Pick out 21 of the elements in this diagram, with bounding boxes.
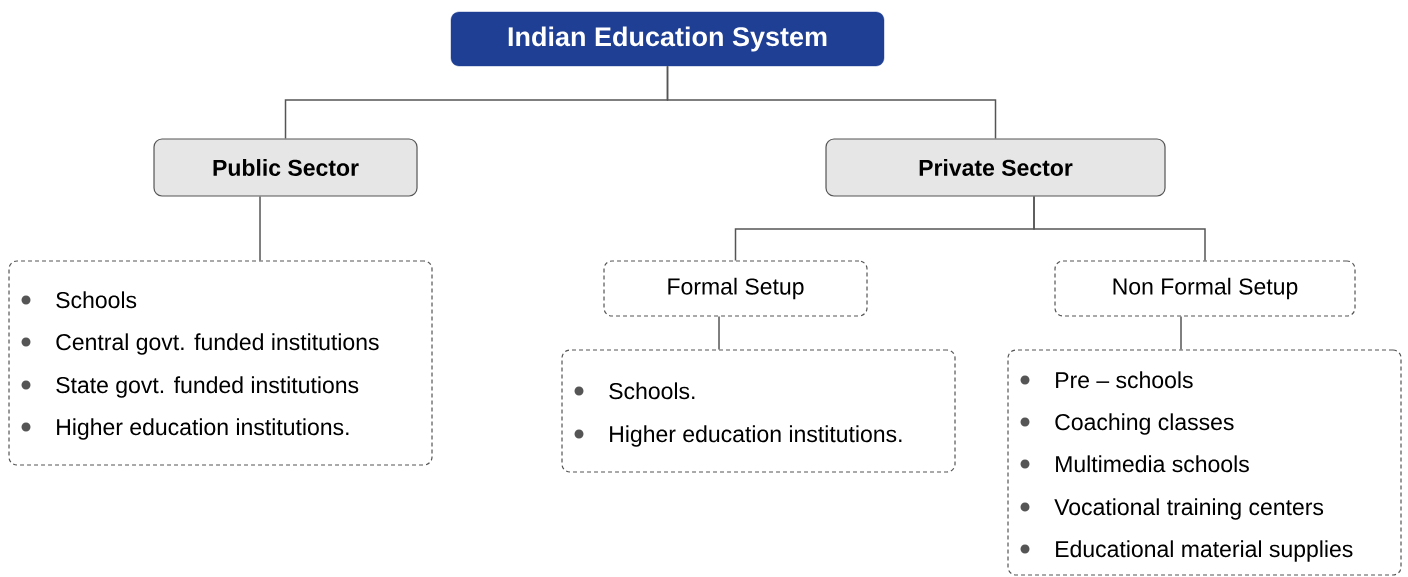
list-item: Vocational training centers: [1054, 498, 1324, 520]
setup-box: Formal Setup: [603, 260, 868, 317]
title-box: Indian Education System: [450, 11, 885, 67]
list-item: Coaching classes: [1055, 413, 1234, 435]
connector-line: [718, 315, 720, 351]
list-item: Multimedia schools: [1056, 455, 1249, 473]
connector-line: [1180, 315, 1182, 351]
connector-line: [666, 65, 997, 140]
list-item: Pre – schools: [1056, 371, 1193, 389]
list-item: Higher education institutions.: [610, 425, 902, 447]
list-item: Schools.: [609, 382, 695, 400]
list-item: Schools: [56, 291, 137, 309]
setup-box: Non Formal Setup: [1054, 260, 1356, 317]
list-item: Higher education institutions.: [57, 418, 349, 440]
list-item: Central govt. funded institutions: [56, 333, 379, 355]
connector-line: [259, 195, 261, 262]
list-item: State govt. funded institutions: [56, 376, 359, 398]
list-item: Educational material supplies: [1056, 540, 1353, 562]
sector-box: Public Sector: [153, 138, 418, 197]
connector-line: [1033, 195, 1206, 262]
sector-box: Private Sector: [825, 138, 1166, 197]
